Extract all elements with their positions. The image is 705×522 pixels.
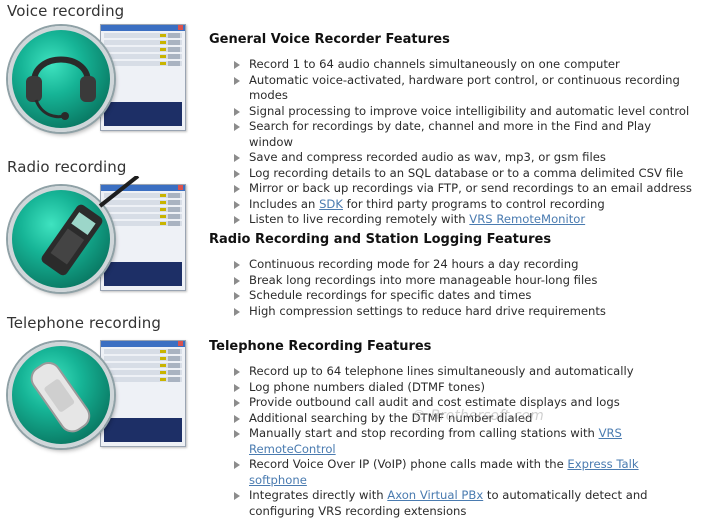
vrs-remotecontrol-link[interactable]: VRS RemoteControl (249, 426, 622, 456)
list-item: Mirror or back up recordings via FTP, or… (234, 181, 694, 197)
list-item: Log phone numbers dialed (DTMF tones) (234, 380, 694, 396)
telephone-recording-image[interactable] (8, 332, 186, 452)
list-item: Automatic voice-activated, hardware port… (234, 73, 694, 104)
axon-virtual-pbx-link[interactable]: Axon Virtual PBx (387, 488, 484, 502)
list-item: Signal processing to improve voice intel… (234, 104, 694, 120)
list-item: Save and compress recorded audio as wav,… (234, 150, 694, 166)
list-item: Schedule recordings for specific dates a… (234, 288, 694, 304)
list-item: Provide outbound call audit and cost est… (234, 395, 694, 411)
radio-walkie-talkie-icon (41, 176, 140, 276)
app-screenshot (100, 24, 186, 131)
vrs-remotemonitor-link[interactable]: VRS RemoteMonitor (469, 212, 586, 226)
list-item: Includes an SDK for third party programs… (234, 197, 694, 213)
list-item: Listen to live recording remotely with V… (234, 212, 694, 228)
telephone-features-list: Record up to 64 telephone lines simultan… (234, 364, 694, 519)
list-item: Record Voice Over IP (VoIP) phone calls … (234, 457, 694, 488)
list-item: Continuous recording mode for 24 hours a… (234, 257, 694, 273)
telephone-recording-caption: Telephone recording (7, 314, 161, 332)
telephone-handset-icon (30, 361, 91, 433)
voice-recording-image[interactable] (8, 16, 186, 136)
headset-icon (26, 56, 96, 120)
list-item: Manually start and stop recording from c… (234, 426, 694, 457)
list-item: Log recording details to an SQL database… (234, 166, 694, 182)
telephone-features-title: Telephone Recording Features (209, 339, 432, 354)
teal-circle-badge (8, 342, 114, 448)
teal-circle-badge (8, 26, 114, 132)
radio-recording-caption: Radio recording (7, 158, 127, 176)
express-talk-link[interactable]: Express Talk softphone (249, 457, 639, 487)
list-item: Record 1 to 64 audio channels simultaneo… (234, 57, 694, 73)
list-item: Integrates directly with Axon Virtual PB… (234, 488, 694, 519)
list-item: Break long recordings into more manageab… (234, 273, 694, 289)
general-features-list: Record 1 to 64 audio channels simultaneo… (234, 57, 694, 228)
radio-features-list: Continuous recording mode for 24 hours a… (234, 257, 694, 319)
teal-circle-badge (8, 176, 140, 292)
radio-features-title: Radio Recording and Station Logging Feat… (209, 232, 552, 247)
general-features-title: General Voice Recorder Features (209, 32, 450, 47)
app-screenshot (100, 184, 186, 291)
sdk-link[interactable]: SDK (319, 196, 343, 211)
app-screenshot (100, 340, 186, 447)
radio-recording-image[interactable] (8, 176, 186, 296)
voice-recording-caption: Voice recording (7, 2, 125, 20)
list-item: Search for recordings by date, channel a… (234, 119, 694, 150)
list-item: High compression settings to reduce hard… (234, 304, 694, 320)
list-item: Record up to 64 telephone lines simultan… (234, 364, 694, 380)
list-item: Additional searching by the DTMF number … (234, 411, 694, 427)
